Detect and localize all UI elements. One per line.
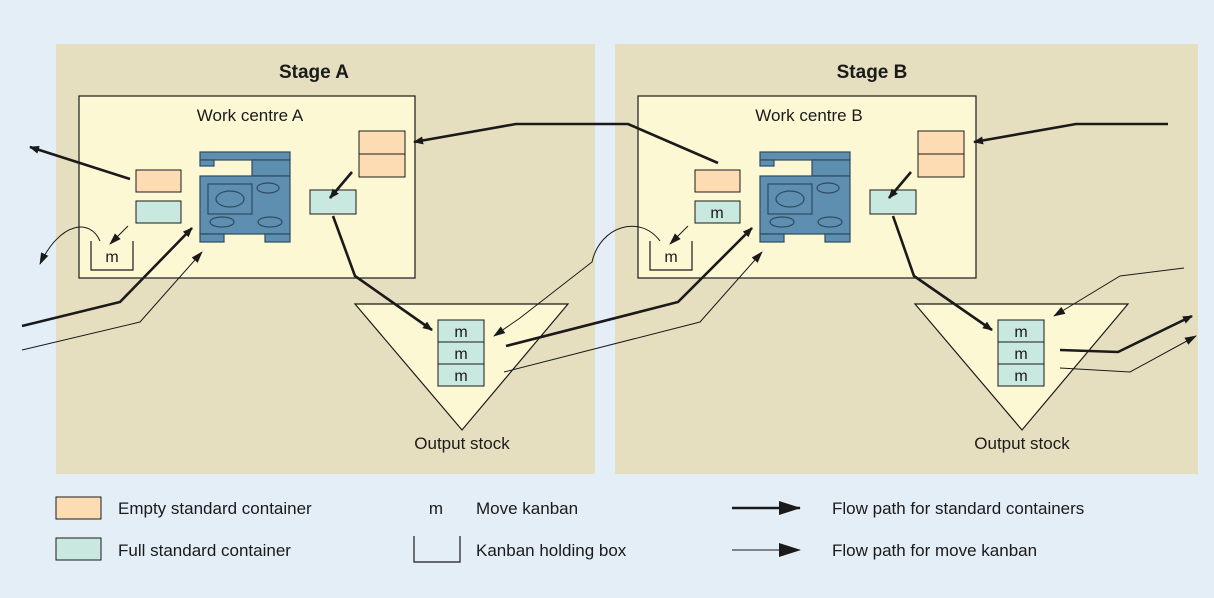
legend-move-kanban-symbol: m bbox=[429, 499, 443, 518]
flow-standard-container-arrow bbox=[413, 122, 719, 165]
work-centre-a-label: Work centre A bbox=[197, 106, 304, 125]
kanban-label: m bbox=[454, 324, 467, 341]
kanban-label: m bbox=[1014, 324, 1027, 341]
legend-full-container-swatch bbox=[55, 537, 102, 561]
legend-holding-box-label: Kanban holding box bbox=[476, 541, 627, 560]
empty-container bbox=[694, 169, 741, 193]
legend-empty-container-swatch bbox=[55, 496, 102, 520]
work-centre-b-label: Work centre B bbox=[755, 106, 862, 125]
full-container bbox=[694, 200, 741, 224]
empty-container bbox=[135, 169, 182, 193]
kanban-label: m bbox=[1014, 368, 1027, 385]
empty-container bbox=[358, 153, 406, 178]
flow-move-kanban-arrow bbox=[1059, 335, 1197, 373]
flow-standard-container-arrow bbox=[21, 227, 193, 328]
kanban-label: m bbox=[105, 249, 118, 266]
legend-flow-standard-label: Flow path for standard containers bbox=[832, 499, 1084, 518]
full-container bbox=[437, 363, 485, 387]
flow-move-kanban-arrow bbox=[493, 225, 661, 337]
flow-move-kanban-arrow bbox=[21, 251, 203, 351]
full-container bbox=[135, 200, 182, 224]
machine-a-icon bbox=[199, 151, 291, 243]
legend-full-container-label: Full standard container bbox=[118, 541, 291, 560]
full-container bbox=[997, 363, 1045, 387]
legend-holding-box-icon bbox=[413, 536, 461, 563]
legend-flow-kanban-label: Flow path for move kanban bbox=[832, 541, 1037, 560]
kanban-label: m bbox=[664, 249, 677, 266]
empty-container bbox=[917, 153, 965, 178]
legend-move-kanban-label: Move kanban bbox=[476, 499, 578, 518]
flow-standard-container-arrow bbox=[973, 122, 1168, 145]
stage-a-title: Stage A bbox=[279, 62, 349, 83]
flow-standard-container-arrow bbox=[29, 145, 131, 181]
flow-standard-container-arrow bbox=[329, 171, 353, 199]
full-container bbox=[869, 189, 917, 215]
kanban-label: m bbox=[454, 368, 467, 385]
empty-container bbox=[358, 130, 406, 155]
output-stock-b-label: Output stock bbox=[974, 434, 1070, 453]
kanban-label: m bbox=[710, 205, 723, 222]
kanban-holding-box-a bbox=[90, 241, 134, 271]
flow-standard-container-arrow bbox=[1059, 314, 1193, 354]
flow-standard-container-arrow bbox=[891, 215, 993, 332]
flow-move-kanban-arrow bbox=[669, 225, 689, 245]
flow-move-kanban-arrow bbox=[1053, 267, 1185, 317]
flow-standard-container-arrow bbox=[888, 171, 912, 199]
legend-empty-container-label: Empty standard container bbox=[118, 499, 312, 518]
flow-move-kanban-arrow bbox=[39, 226, 101, 265]
empty-container bbox=[917, 130, 965, 155]
flow-move-kanban-arrow bbox=[109, 225, 129, 245]
flow-standard-container-arrow bbox=[331, 215, 433, 332]
stage-b-title: Stage B bbox=[837, 62, 908, 83]
flow-move-kanban-arrow bbox=[503, 251, 763, 373]
flow-standard-container-arrow bbox=[505, 227, 753, 348]
kanban-label: m bbox=[454, 346, 467, 363]
output-stock-a-label: Output stock bbox=[414, 434, 510, 453]
machine-b-icon bbox=[759, 151, 851, 243]
kanban-label: m bbox=[1014, 346, 1027, 363]
kanban-holding-box-b bbox=[649, 241, 693, 271]
